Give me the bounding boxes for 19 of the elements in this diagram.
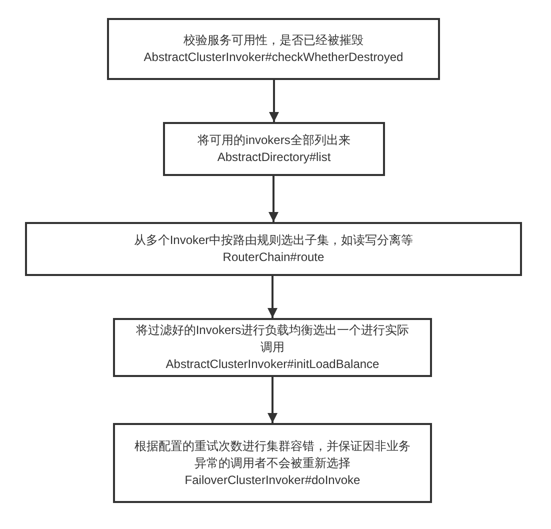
arrow [268,176,278,222]
process-box [107,18,440,80]
method-name: AbstractDirectory#list [217,149,331,166]
process-box [163,122,385,176]
step-description: 校验服务可用性，是否已经被摧毁 [184,32,364,49]
step-description: 从多个Invoker中按路由规则选出子集，如读写分离等 [134,232,414,249]
process-box [25,222,522,276]
step-description: 根据配置的重试次数进行集群容错，并保证因非业务异常的调用者不会被重新选择 [134,438,412,472]
method-name: FailoverClusterInvoker#doInvoke [184,472,360,488]
method-name: AbstractClusterInvoker#checkWhetherDestroyed [144,49,404,66]
arrow [269,80,279,122]
method-name: AbstractClusterInvoker#initLoadBalance [166,356,380,373]
arrow [268,377,278,423]
process-box [113,423,432,503]
process-box [113,318,432,377]
step-description: 将过滤好的Invokers进行负载均衡选出一个进行实际调用 [134,322,410,356]
arrow [268,276,278,318]
method-name: RouterChain#route [222,249,324,266]
step-description: 将可用的invokers全部列出来 [198,132,350,149]
